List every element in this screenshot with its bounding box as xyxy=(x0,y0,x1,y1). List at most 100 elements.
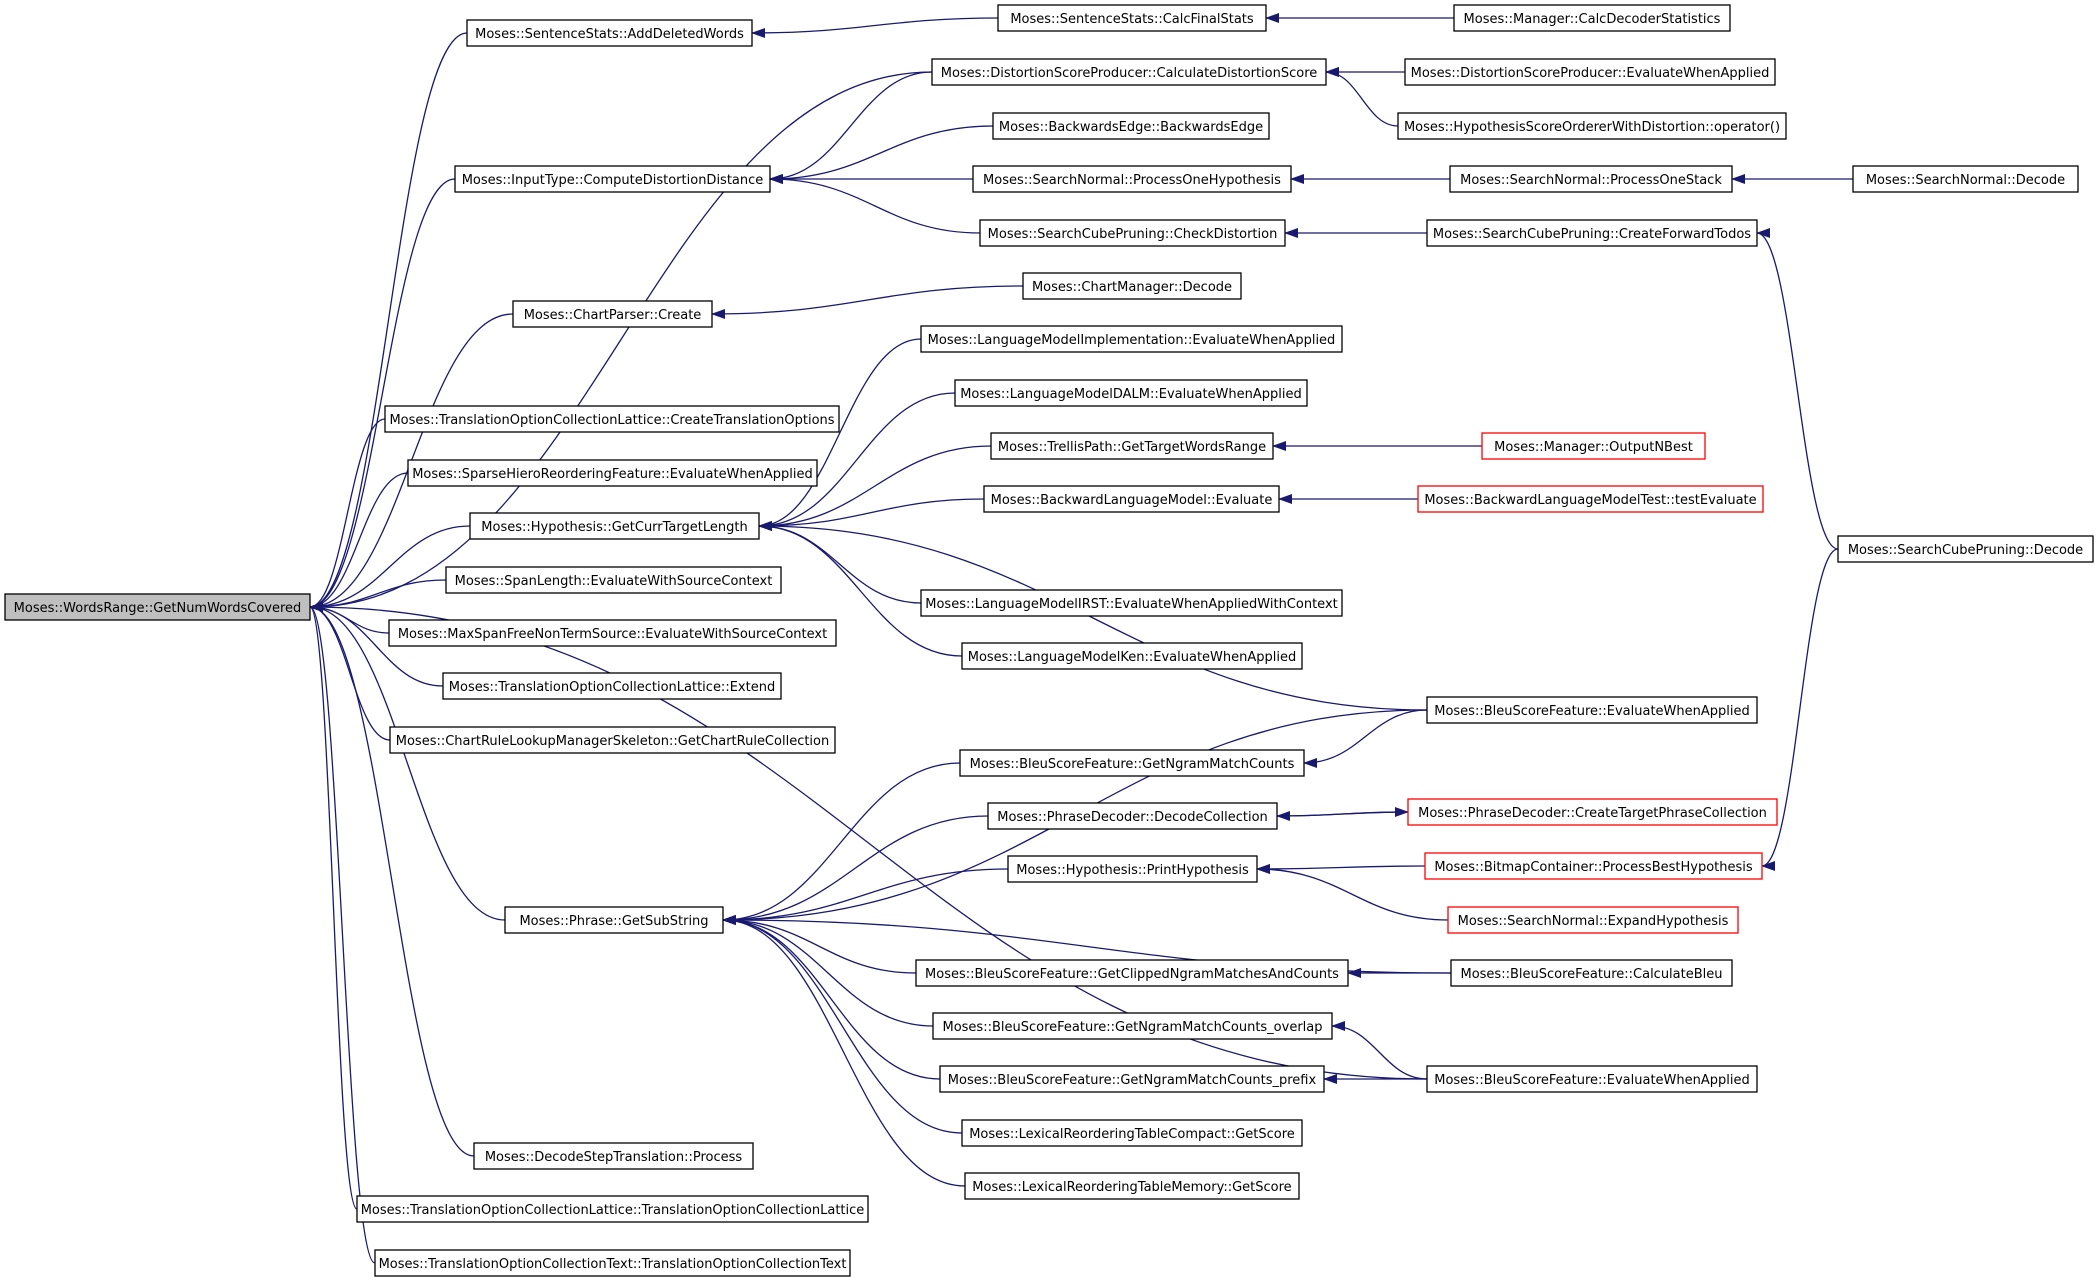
graph-node-moses-searchnormal-processonehypothesis[interactable]: Moses::SearchNormal::ProcessOneHypothesi… xyxy=(972,165,1292,193)
node-label: Moses::BackwardLanguageModelTest::testEv… xyxy=(1424,493,1756,508)
node-label: Moses::BleuScoreFeature::GetNgramMatchCo… xyxy=(948,1073,1317,1088)
graph-node-moses-sentencestats-adddeletedwords[interactable]: Moses::SentenceStats::AddDeletedWords xyxy=(466,19,753,47)
node-box xyxy=(961,642,1303,670)
edge-n49-to-root xyxy=(309,602,376,1264)
graph-node-moses-lexicalreorderingtablecompact-getscore[interactable]: Moses::LexicalReorderingTableCompact::Ge… xyxy=(961,1119,1303,1147)
node-label: Moses::Hypothesis::PrintHypothesis xyxy=(1016,863,1249,878)
graph-node-moses-hypothesis-getcurrtargetlength[interactable]: Moses::Hypothesis::GetCurrTargetLength xyxy=(469,512,760,540)
edge-n25-to-n37 xyxy=(1761,548,1839,871)
node-box xyxy=(954,379,1308,407)
graph-node-moses-maxspanfreenontermsource-evaluatewithsourcecontext[interactable]: Moses::MaxSpanFreeNonTermSource::Evaluat… xyxy=(388,619,837,647)
node-box xyxy=(931,58,1327,86)
edge-n16-to-n24 xyxy=(758,338,922,531)
node-label: Moses::Phrase::GetSubString xyxy=(519,914,708,929)
edge-n46-to-n38 xyxy=(722,915,966,1187)
graph-node-moses-translationoptioncollectionlattice-createtranslationoptions[interactable]: Moses::TranslationOptionCollectionLattic… xyxy=(384,405,840,433)
edge-n45-to-n38 xyxy=(722,915,963,1134)
graph-node-moses-searchcubepruning-decode[interactable]: Moses::SearchCubePruning::Decode xyxy=(1837,535,2094,563)
root-node[interactable]: Moses::WordsRange::GetNumWordsCovered xyxy=(4,593,311,621)
node-label: Moses::TranslationOptionCollectionText::… xyxy=(379,1257,847,1272)
graph-node-moses-searchcubepruning-checkdistortion[interactable]: Moses::SearchCubePruning::CheckDistortio… xyxy=(979,219,1286,247)
node-label: Moses::Hypothesis::GetCurrTargetLength xyxy=(481,520,747,535)
node-box xyxy=(961,1119,1303,1147)
node-label: Moses::ChartParser::Create xyxy=(524,308,702,323)
graph-node-moses-bleuscorefeature-getngrammatchcounts[interactable]: Moses::BleuScoreFeature::GetNgramMatchCo… xyxy=(959,749,1305,777)
node-box xyxy=(1450,959,1733,987)
graph-node-moses-lexicalreorderingtablememory-getscore[interactable]: Moses::LexicalReorderingTableMemory::Get… xyxy=(964,1172,1300,1200)
graph-node-moses-phrasedecoder-createtargetphrasecollection[interactable]: Moses::PhraseDecoder::CreateTargetPhrase… xyxy=(1407,798,1778,826)
node-box xyxy=(1453,4,1731,32)
node-box xyxy=(1852,165,2079,193)
graph-node-moses-bleuscorefeature-getngrammatchcounts-overlap[interactable]: Moses::BleuScoreFeature::GetNgramMatchCo… xyxy=(932,1012,1333,1040)
graph-node-moses-chartparser-create[interactable]: Moses::ChartParser::Create xyxy=(512,300,713,328)
graph-node-moses-backwardsedge-backwardsedge[interactable]: Moses::BackwardsEdge::BackwardsEdge xyxy=(992,112,1270,140)
edge-n4-to-root xyxy=(309,71,933,612)
graph-node-moses-languagemodelimplementation-evaluatewhenapplied[interactable]: Moses::LanguageModelImplementation::Eval… xyxy=(920,325,1343,353)
node-box xyxy=(939,1065,1325,1093)
graph-node-moses-languagemodeldalm-evaluatewhenapplied[interactable]: Moses::LanguageModelDALM::EvaluateWhenAp… xyxy=(954,379,1308,407)
graph-node-moses-bleuscorefeature-evaluatewhenapplied[interactable]: Moses::BleuScoreFeature::EvaluateWhenApp… xyxy=(1426,1065,1758,1093)
graph-node-moses-sentencestats-calcfinalstats[interactable]: Moses::SentenceStats::CalcFinalStats xyxy=(997,4,1267,32)
edge-n44-to-n42 xyxy=(1331,1021,1428,1080)
node-label: Moses::BackwardsEdge::BackwardsEdge xyxy=(999,120,1263,135)
graph-node-moses-hypothesis-printhypothesis[interactable]: Moses::Hypothesis::PrintHypothesis xyxy=(1007,855,1258,883)
graph-node-moses-chartmanager-decode[interactable]: Moses::ChartManager::Decode xyxy=(1022,272,1242,300)
graph-node-moses-decodesteptranslation-process[interactable]: Moses::DecodeStepTranslation::Process xyxy=(473,1142,754,1170)
graph-node-moses-translationoptioncollectiontext-translationoptioncollectiontext[interactable]: Moses::TranslationOptionCollectionText::… xyxy=(374,1249,851,1277)
node-box xyxy=(512,300,713,328)
node-label: Moses::LanguageModelImplementation::Eval… xyxy=(928,333,1336,348)
graph-node-moses-distortionscoreproducer-calculatedistortionscore[interactable]: Moses::DistortionScoreProducer::Calculat… xyxy=(931,58,1327,86)
node-label: Moses::TranslationOptionCollectionLattic… xyxy=(389,413,834,428)
graph-node-moses-searchnormal-decode[interactable]: Moses::SearchNormal::Decode xyxy=(1852,165,2079,193)
edge-n48-to-root xyxy=(309,602,358,1210)
node-label: Moses::Manager::CalcDecoderStatistics xyxy=(1464,12,1721,27)
node-box xyxy=(983,485,1280,513)
graph-node-moses-inputtype-computedistortiondistance[interactable]: Moses::InputType::ComputeDistortionDista… xyxy=(454,165,771,193)
graph-node-moses-phrase-getsubstring[interactable]: Moses::Phrase::GetSubString xyxy=(504,906,724,934)
node-label: Moses::PhraseDecoder::CreateTargetPhrase… xyxy=(1418,806,1767,821)
graph-node-moses-translationoptioncollectionlattice-translationoptioncollectionlattice[interactable]: Moses::TranslationOptionCollectionLattic… xyxy=(356,1195,869,1223)
node-box xyxy=(964,1172,1300,1200)
graph-node-moses-bleuscorefeature-getclippedngrammatchesandcounts[interactable]: Moses::BleuScoreFeature::GetClippedNgram… xyxy=(915,959,1349,987)
graph-node-moses-bitmapcontainer-processbesthypothesis[interactable]: Moses::BitmapContainer::ProcessBestHypot… xyxy=(1424,852,1763,880)
graph-node-moses-distortionscoreproducer-evaluatewhenapplied[interactable]: Moses::DistortionScoreProducer::Evaluate… xyxy=(1404,58,1776,86)
edge-n29-to-n24 xyxy=(758,521,963,657)
node-label: Moses::ChartRuleLookupManagerSkeleton::G… xyxy=(396,734,830,749)
node-label: Moses::Manager::OutputNBest xyxy=(1494,440,1693,455)
graph-node-moses-searchnormal-processonestack[interactable]: Moses::SearchNormal::ProcessOneStack xyxy=(1449,165,1733,193)
graph-node-moses-searchcubepruning-createforwardtodos[interactable]: Moses::SearchCubePruning::CreateForwardT… xyxy=(1426,219,1758,247)
graph-node-moses-languagemodelirst-evaluatewhenappliedwithcontext[interactable]: Moses::LanguageModelIRST::EvaluateWhenAp… xyxy=(920,589,1343,617)
node-label: Moses::BitmapContainer::ProcessBestHypot… xyxy=(1434,860,1753,875)
node-box xyxy=(920,325,1343,353)
graph-node-moses-chartrulelookupmanagerskeleton-getchartrulecollection[interactable]: Moses::ChartRuleLookupManagerSkeleton::G… xyxy=(389,726,836,754)
edge-n12-to-n8 xyxy=(769,174,981,234)
graph-node-moses-bleuscorefeature-calculatebleu[interactable]: Moses::BleuScoreFeature::CalculateBleu xyxy=(1450,959,1733,987)
node-box xyxy=(1447,906,1739,934)
node-box xyxy=(388,619,837,647)
node-label: Moses::TranslationOptionCollectionLattic… xyxy=(361,1203,865,1218)
graph-node-moses-sparsehieroreorderingfeature-evaluatewhenapplied[interactable]: Moses::SparseHieroReorderingFeature::Eva… xyxy=(407,459,818,487)
node-box xyxy=(1426,696,1758,724)
node-label: Moses::PhraseDecoder::DecodeCollection xyxy=(997,810,1268,825)
graph-node-moses-hypothesisscoreordererwithdistortion-operator[interactable]: Moses::HypothesisScoreOrdererWithDistort… xyxy=(1397,112,1787,140)
graph-node-moses-bleuscorefeature-getngrammatchcounts-prefix[interactable]: Moses::BleuScoreFeature::GetNgramMatchCo… xyxy=(939,1065,1325,1093)
graph-node-moses-phrasedecoder-decodecollection[interactable]: Moses::PhraseDecoder::DecodeCollection xyxy=(987,802,1278,830)
edge-n21-to-root xyxy=(309,472,409,612)
graph-node-moses-bleuscorefeature-evaluatewhenapplied[interactable]: Moses::BleuScoreFeature::EvaluateWhenApp… xyxy=(1426,696,1758,724)
node-label: Moses::DistortionScoreProducer::Calculat… xyxy=(941,66,1318,81)
graph-node-moses-searchnormal-expandhypothesis[interactable]: Moses::SearchNormal::ExpandHypothesis xyxy=(1447,906,1739,934)
graph-node-moses-backwardlanguagemodel-evaluate[interactable]: Moses::BackwardLanguageModel::Evaluate xyxy=(983,485,1280,513)
node-box xyxy=(407,459,818,487)
graph-node-moses-manager-calcdecoderstatistics[interactable]: Moses::Manager::CalcDecoderStatistics xyxy=(1453,4,1731,32)
graph-node-moses-spanlength-evaluatewithsourcecontext[interactable]: Moses::SpanLength::EvaluateWithSourceCon… xyxy=(445,566,782,594)
node-box xyxy=(915,959,1349,987)
graph-node-moses-translationoptioncollectionlattice-extend[interactable]: Moses::TranslationOptionCollectionLattic… xyxy=(442,672,782,700)
node-box xyxy=(454,165,771,193)
graph-node-moses-trellispath-gettargetwordsrange[interactable]: Moses::TrellisPath::GetTargetWordsRange xyxy=(990,432,1274,460)
node-label: Moses::HypothesisScoreOrdererWithDistort… xyxy=(1404,120,1780,135)
node-label: Moses::SearchNormal::ProcessOneStack xyxy=(1460,173,1722,188)
graph-node-moses-languagemodelken-evaluatewhenapplied[interactable]: Moses::LanguageModelKen::EvaluateWhenApp… xyxy=(961,642,1303,670)
graph-node-moses-manager-outputnbest[interactable]: Moses::Manager::OutputNBest xyxy=(1481,432,1706,460)
graph-node-moses-backwardlanguagemodeltest-testevaluate[interactable]: Moses::BackwardLanguageModelTest::testEv… xyxy=(1417,485,1764,513)
